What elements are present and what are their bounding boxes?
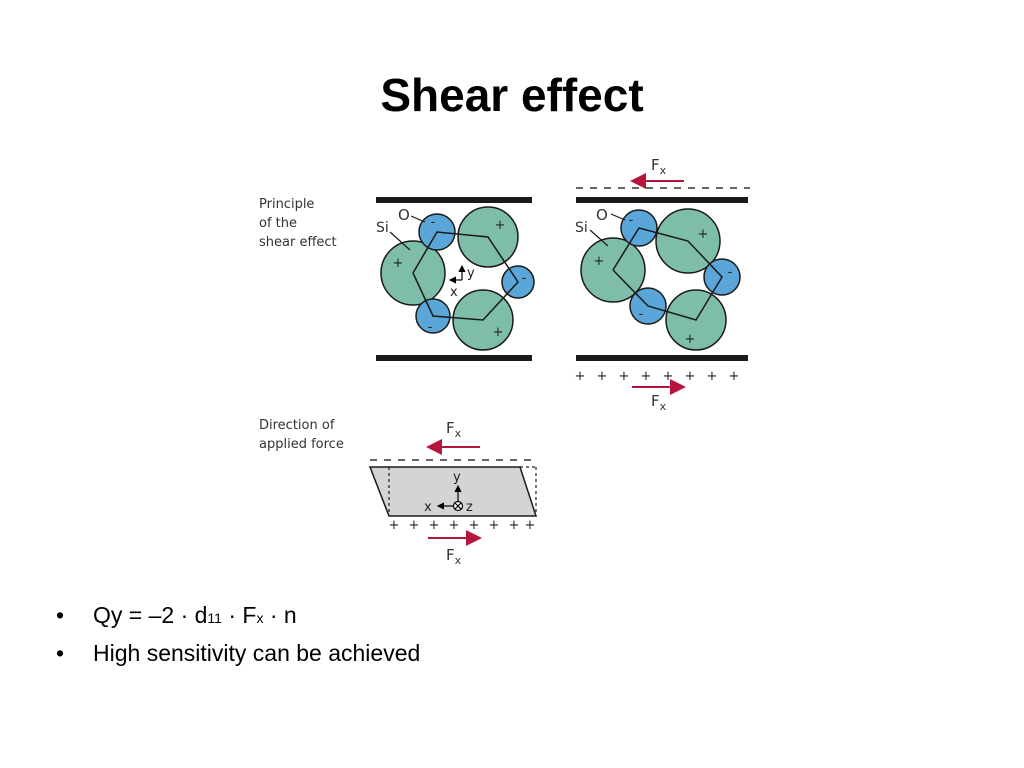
svg-text:-: - [522,271,527,286]
sheared-crystal-diagram: Fx Si O + + + - - - + + + + + + + + [575,156,750,413]
svg-text:+: + [429,518,440,533]
bond-line [612,227,723,321]
positive-charges: + + + + + + + + [575,369,740,384]
svg-text:+: + [509,518,520,533]
svg-text:-: - [428,320,433,335]
svg-text:+: + [493,325,504,340]
svg-text:z: z [466,500,473,515]
svg-text:+: + [594,254,605,269]
formula-text: Qy = –2 · d11 · Fx · n [93,602,297,628]
svg-text:+: + [707,369,718,384]
principle-label: Principle of the shear effect [259,197,337,250]
svg-text:+: + [449,518,460,533]
svg-text:Fx: Fx [446,546,462,567]
svg-text:+: + [389,518,400,533]
axis-indicator [436,484,464,512]
svg-text:Direction of: Direction of [259,418,335,433]
o-label: O [596,206,608,224]
svg-text:Fx: Fx [651,156,667,177]
svg-text:+: + [698,227,709,242]
slide-title: Shear effect [380,69,644,121]
svg-text:+: + [729,369,740,384]
svg-text:+: + [597,369,608,384]
svg-text:of the: of the [259,216,297,231]
list-item: • High sensitivity can be achieved [56,638,420,676]
bond-line [412,231,519,321]
svg-text:+: + [663,369,674,384]
si-label: Si [376,220,389,236]
axis-indicator [448,264,466,284]
svg-text:+: + [409,518,420,533]
svg-text:+: + [619,369,630,384]
svg-text:y: y [453,470,461,485]
svg-text:Fx: Fx [446,419,462,440]
shear-effect-figure: Principle of the shear effect Direction … [259,156,750,567]
svg-text:+: + [575,369,586,384]
svg-text:+: + [685,332,696,347]
si-label: Si [575,220,588,236]
bullet-list: • Qy = –2 · d11 · Fx · n • High sensitiv… [56,600,420,676]
bottom-electrode [576,355,748,361]
list-item: • Qy = –2 · d11 · Fx · n [56,600,420,638]
bottom-electrode [376,355,532,361]
direction-label: Direction of applied force [259,418,344,452]
svg-text:Principle: Principle [259,197,314,212]
svg-text:applied force: applied force [259,437,344,452]
svg-text:Fx: Fx [651,392,667,413]
svg-text:+: + [641,369,652,384]
svg-text:+: + [469,518,480,533]
positive-charges: + + + + + + + + [389,518,536,533]
unstressed-crystal-diagram: Si O + + + - - - y x [376,197,535,361]
svg-text:x: x [424,500,432,515]
o-label: O [398,206,410,224]
bullet-dot: • [56,640,65,666]
top-electrode [576,197,748,203]
bullet-text: High sensitivity can be achieved [93,640,421,666]
svg-text:+: + [393,256,404,271]
svg-text:+: + [685,369,696,384]
top-electrode [376,197,532,203]
svg-text:-: - [728,265,733,280]
svg-text:+: + [495,218,506,233]
svg-text:-: - [629,213,634,228]
svg-text:-: - [431,215,436,230]
svg-text:-: - [639,307,644,322]
svg-text:+: + [489,518,500,533]
svg-text:x: x [450,285,458,300]
svg-text:y: y [467,266,475,281]
bullet-dot: • [56,602,65,628]
svg-text:+: + [525,518,536,533]
applied-force-diagram: Fx y x z + + + + + + + + Fx [368,419,538,567]
svg-text:shear effect: shear effect [259,235,337,250]
